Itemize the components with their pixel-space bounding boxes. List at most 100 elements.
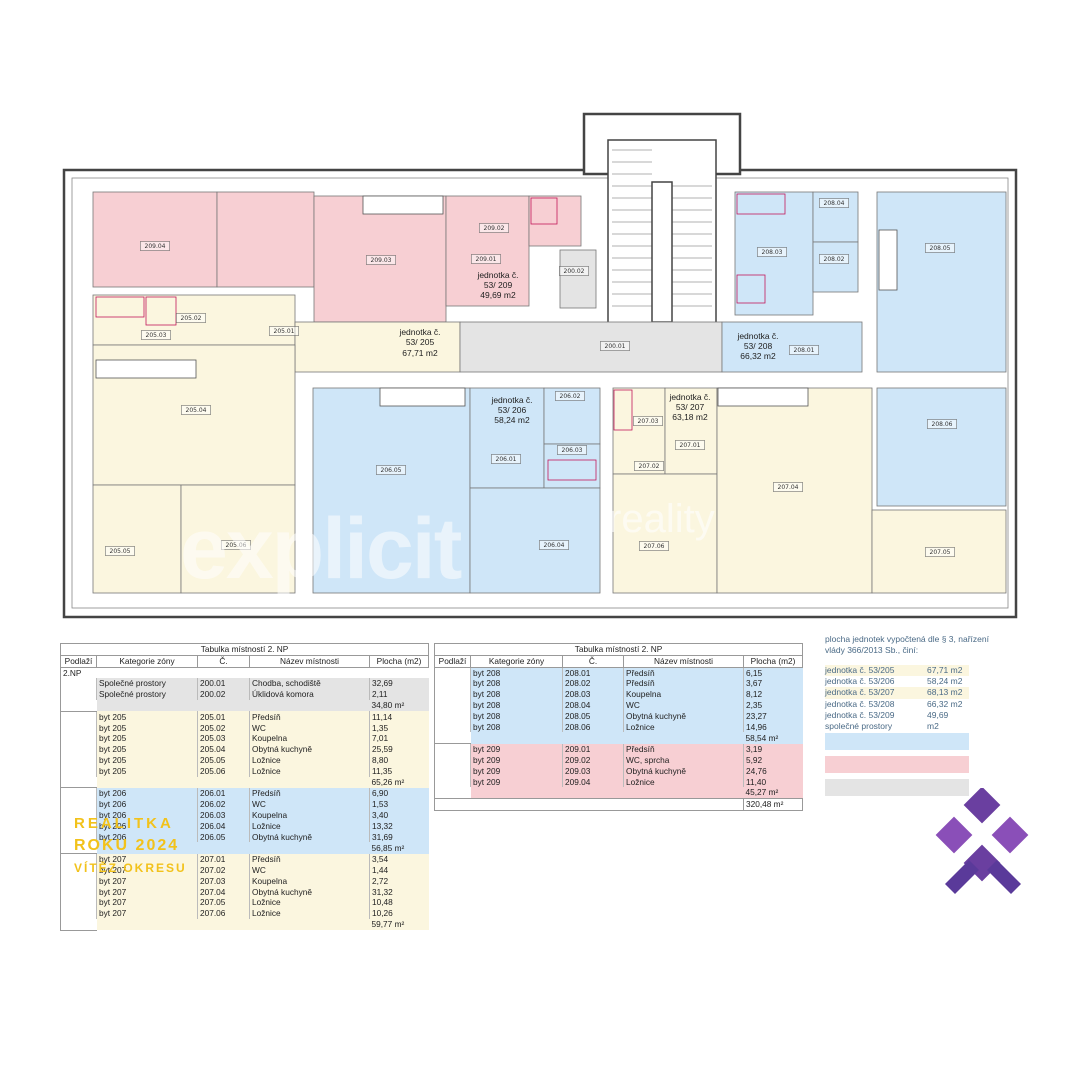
room-208-05 (876, 191, 1007, 373)
room-label: 207.05 (930, 549, 951, 556)
table-cell: 200.02 (197, 689, 250, 700)
table-cell: 11,40 (742, 776, 803, 788)
room-label: 206.02 (560, 393, 581, 400)
legend-area: 49,69 (927, 709, 949, 720)
table-cell: 14,96 (742, 721, 803, 733)
table-cell: WC (249, 864, 370, 876)
watermark-explicit: explicit (180, 501, 462, 597)
legend-swatch-blue (825, 733, 969, 750)
unit-label-206-line3: 58,24 m2 (494, 415, 530, 425)
room-206-04 (469, 487, 601, 594)
table-cell: 11,35 (368, 765, 429, 777)
room-206-01 (469, 387, 545, 489)
room-label: 208.02 (824, 256, 845, 263)
table-cell: 25,59 (368, 744, 429, 755)
table-cell: Obytná kuchyně (249, 744, 370, 755)
table-cell: 207.02 (197, 864, 250, 876)
table-cell: 205.05 (197, 754, 250, 766)
room-label: 206.01 (496, 456, 517, 463)
badge-line-3: VÍTĚZ OKRESU (74, 861, 187, 875)
room-label: 208.05 (930, 245, 951, 252)
table-cell: 205.04 (197, 744, 250, 755)
table-cell: byt 207 (96, 875, 198, 887)
room-207-06 (612, 473, 718, 594)
table-cell: 205.06 (197, 765, 250, 777)
table-cell: 207.03 (197, 875, 250, 887)
room-205-01 (294, 321, 461, 373)
subtotal-row: 65,26 m² (60, 776, 429, 789)
room-label: 209.02 (484, 225, 505, 232)
table-cell: WC (249, 799, 370, 810)
room-209-04 (92, 191, 218, 288)
room-label: 205.04 (186, 407, 207, 414)
table-cell: byt 209 (470, 743, 563, 755)
legend-area: 68,13 m2 (927, 687, 963, 698)
table-cell: byt 205 (96, 733, 198, 745)
table-header: Název místnosti (249, 654, 370, 668)
table-cell: byt 208 (470, 721, 563, 733)
legend-unit: jednotka č. 53/205 (825, 665, 895, 675)
table-cell: byt 205 (96, 754, 198, 766)
table-cell: 31,69 (368, 831, 429, 843)
unit-label-208-line3: 66,32 m2 (740, 351, 776, 361)
table-cell: 13,32 (368, 820, 429, 832)
floor-label: 2.NP (60, 667, 97, 679)
room-label: 209.04 (145, 243, 166, 250)
table-header: Kategorie zóny (470, 654, 563, 668)
table-cell: 1,44 (368, 864, 429, 876)
room-label: 205.02 (181, 315, 202, 322)
room-label: 205.05 (110, 548, 131, 555)
table-cell: Předsíň (623, 667, 744, 679)
table-cell: 11,14 (368, 711, 429, 723)
room-label: 207.01 (680, 442, 701, 449)
table-cell: 200.01 (197, 678, 250, 690)
table-cell: 3,40 (368, 809, 429, 821)
legend-unit: jednotka č. 53/208 (825, 698, 895, 709)
unit-label-208-line2: 53/ 208 (744, 341, 773, 351)
legend-swatch-pink (825, 756, 969, 773)
legend-unit: jednotka č. 53/207 (825, 687, 895, 698)
table-cell: 208.03 (562, 689, 624, 700)
table-header: Podlaží (60, 654, 97, 668)
badge-line-2: ROKU 2024 (74, 837, 180, 854)
table-cell: Obytná kuchyně (249, 831, 370, 843)
room-label: 200.02 (564, 268, 585, 275)
table-cell: 5,92 (742, 754, 803, 766)
table-header: Č. (562, 654, 624, 668)
table-cell: Koupelna (249, 875, 370, 887)
subtotal-row: 56,85 m² (60, 842, 429, 855)
table-cell: byt 206 (96, 820, 198, 832)
table-cell: Předsíň (249, 787, 370, 800)
table-cell: Společné prostory (96, 678, 198, 690)
table-header: Č. (197, 654, 250, 668)
unit-label-209-line1: jednotka č. (476, 270, 518, 280)
table-cell: byt 208 (470, 678, 563, 690)
table-cell: 207.05 (197, 897, 250, 909)
table-cell: Společné prostory (96, 689, 198, 700)
table-cell: 2,35 (742, 699, 803, 711)
table-cell: byt 206 (96, 831, 198, 843)
subtotal-value: 45,27 m² (743, 787, 803, 799)
table-cell: 208.06 (562, 721, 624, 733)
table-cell: 205.02 (197, 722, 250, 734)
table-cell: 209.03 (562, 765, 624, 777)
